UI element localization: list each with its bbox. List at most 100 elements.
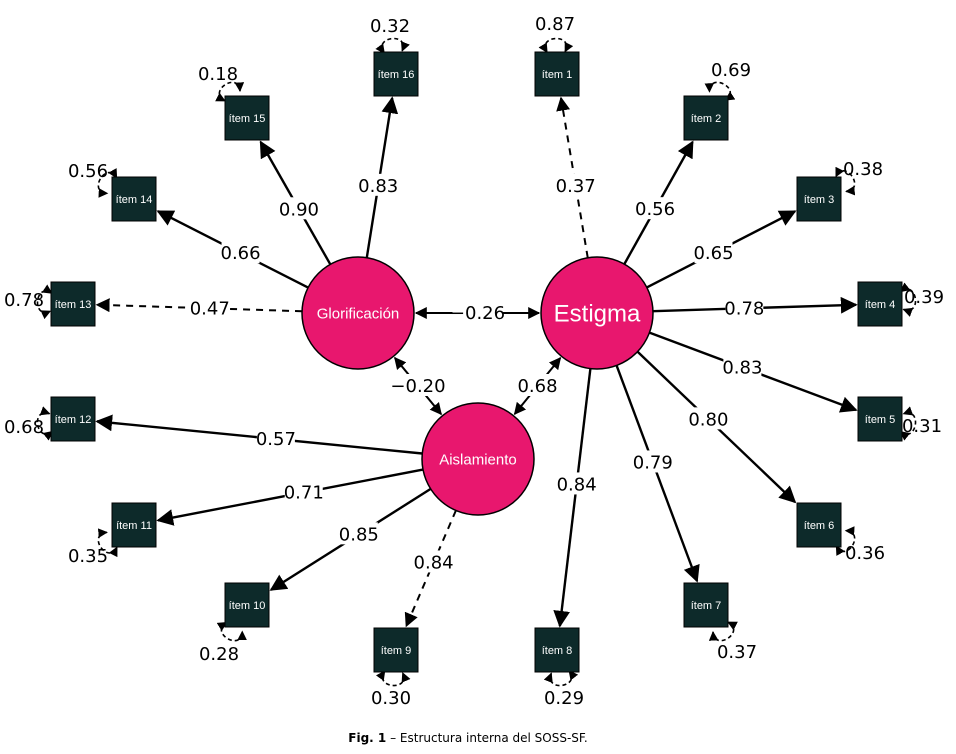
item-label-i12: ítem 12 (55, 414, 92, 426)
factor-node-aislamiento (421, 402, 535, 516)
item-label-i16: ítem 16 (378, 69, 415, 81)
loading-label-i16: 0.83 (358, 176, 398, 197)
loading-label-i2: 0.56 (635, 199, 675, 220)
factor-node-glorificacion (301, 256, 415, 370)
covariance-label-0: −0.26 (450, 303, 505, 324)
residual-label-i6: 0.36 (845, 543, 885, 564)
item-box-i1 (534, 51, 580, 97)
loading-label-bg (723, 355, 762, 378)
item-label-i7: ítem 7 (691, 600, 722, 612)
loading-label-i4: 0.78 (724, 298, 764, 319)
item-label-i3: ítem 3 (804, 194, 835, 206)
covariance-label-bg (452, 301, 503, 323)
covariance-label-bg (393, 374, 443, 396)
item-label-i4: ítem 4 (865, 299, 896, 311)
covariance-label-1: −0.20 (390, 376, 445, 397)
item-label-i10: ítem 10 (229, 600, 266, 612)
item-box-i3 (796, 176, 842, 222)
item-box-i10 (224, 582, 270, 628)
residuals-layer (36, 37, 917, 687)
loading-label-i8: 0.84 (557, 474, 597, 495)
residual-label-i12: 0.68 (4, 417, 44, 438)
loading-label-bg (339, 522, 378, 545)
residual-label-i10: 0.28 (199, 644, 239, 665)
item-label-i1: ítem 1 (542, 69, 573, 81)
residual-loop-i12 (36, 406, 54, 441)
item-box-i13 (50, 281, 96, 327)
loading-label-i13: 0.47 (190, 298, 230, 319)
residual-label-i15: 0.18 (198, 64, 238, 85)
residual-label-i13: 0.78 (4, 290, 44, 311)
residual-loop-i2 (704, 81, 736, 101)
loading-label-i12: 0.57 (256, 429, 296, 450)
residual-loop-i8 (543, 669, 579, 687)
residual-label-i4: 0.39 (904, 287, 944, 308)
loading-label-bg (279, 197, 318, 220)
factor-node-estigma (540, 256, 654, 370)
residual-label-i5: 0.31 (902, 416, 942, 437)
item-box-i11 (111, 502, 157, 548)
item-label-i6: ítem 6 (804, 520, 835, 532)
residual-loop-i7 (708, 621, 738, 642)
residual-loop-i4 (899, 282, 917, 317)
residual-loop-i6 (835, 526, 856, 556)
item-box-i2 (683, 95, 729, 141)
item-box-i9 (373, 627, 419, 673)
factor-label-glorificacion: Glorificación (317, 305, 400, 322)
loading-label-bg (556, 173, 595, 196)
loading-label-i6: 0.80 (688, 409, 728, 430)
loading-path-i13 (95, 298, 303, 313)
loading-label-bg (633, 450, 672, 473)
item-label-i8: ítem 8 (542, 645, 573, 657)
covariance-label-2: 0.68 (517, 376, 557, 397)
residual-loop-i11 (97, 528, 118, 558)
loading-label-i5: 0.83 (722, 357, 762, 378)
loading-label-i1: 0.37 (556, 176, 596, 197)
labels-layer: 0.370.560.650.780.830.800.790.840.840.85… (4, 14, 944, 709)
loading-label-i10: 0.85 (339, 524, 379, 545)
residual-loop-i16 (375, 37, 410, 54)
item-box-i5 (857, 396, 903, 442)
figure-caption: Fig. 1 – Estructura interna del SOSS-SF. (0, 731, 936, 745)
residual-loop-i3 (835, 166, 856, 196)
loading-path-i9 (404, 510, 457, 628)
loading-label-bg (694, 241, 733, 264)
factor-label-aislamiento: Aislamiento (439, 451, 517, 468)
item-label-i5: ítem 5 (865, 414, 896, 426)
residual-label-i8: 0.29 (544, 688, 584, 709)
item-label-i14: ítem 14 (116, 194, 153, 206)
item-box-i8 (534, 627, 580, 673)
loading-label-bg (256, 427, 295, 450)
caption-prefix: Fig. 1 (348, 731, 387, 745)
residual-label-i1: 0.87 (535, 14, 575, 35)
loading-label-i7: 0.79 (633, 452, 673, 473)
loading-label-bg (284, 480, 323, 503)
loading-label-i14: 0.66 (221, 243, 261, 264)
residual-loop-i14 (97, 168, 118, 198)
loading-label-i11: 0.71 (284, 482, 324, 503)
residual-label-i14: 0.56 (68, 161, 108, 182)
caption-text: – Estructura interna del SOSS-SF. (386, 731, 588, 745)
factor-label-estigma: Estigma (554, 300, 641, 327)
item-box-i14 (111, 176, 157, 222)
residual-label-i7: 0.37 (717, 642, 757, 663)
item-label-i13: ítem 13 (55, 299, 92, 311)
residual-loop-i5 (899, 406, 917, 441)
loading-label-i9: 0.84 (414, 552, 454, 573)
residual-label-i9: 0.30 (371, 688, 411, 709)
item-box-i15 (224, 95, 270, 141)
loading-label-bg (190, 296, 229, 319)
loading-label-bg (557, 472, 596, 495)
item-label-i15: ítem 15 (229, 113, 266, 125)
residual-loop-i13 (36, 284, 53, 320)
item-box-i6 (796, 502, 842, 548)
loading-label-bg (636, 197, 675, 220)
item-box-i4 (857, 281, 903, 327)
residual-loop-i15 (215, 81, 245, 102)
residual-loop-i9 (375, 670, 411, 687)
item-label-i2: ítem 2 (691, 113, 722, 125)
residual-label-i3: 0.38 (843, 159, 883, 180)
item-label-i9: ítem 9 (381, 645, 412, 657)
loading-label-bg (689, 407, 728, 430)
